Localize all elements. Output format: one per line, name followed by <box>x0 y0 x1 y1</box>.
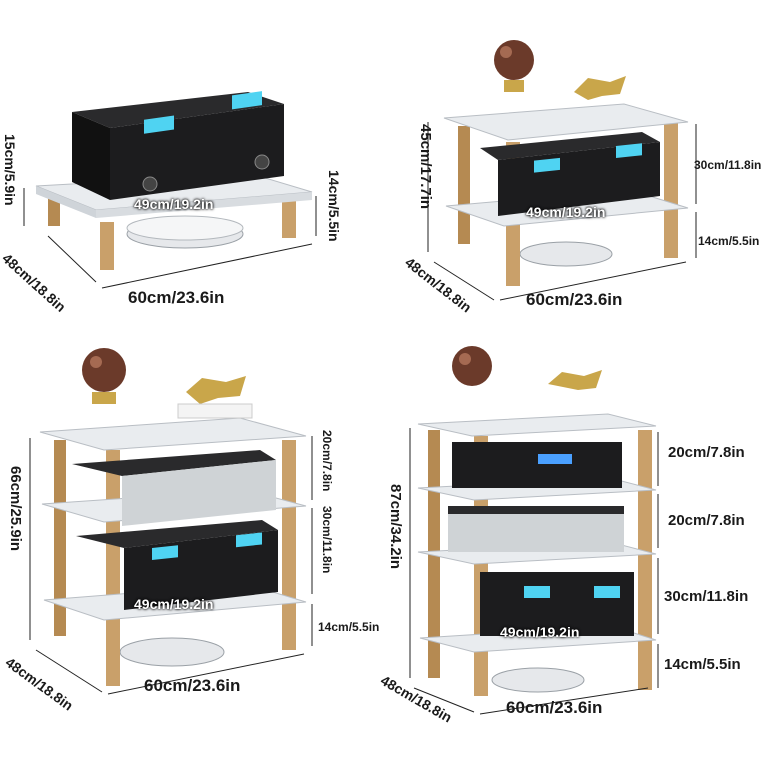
tier-1-height-label: 14cm/5.5in <box>698 234 760 248</box>
horse-ornament <box>574 76 626 100</box>
leg <box>54 440 66 636</box>
amplifier-silver <box>72 450 276 476</box>
tier-3-height-label: 20cm/7.8in <box>668 512 745 529</box>
robot-vacuum <box>491 667 585 693</box>
total-height-label: 66cm/25.9in <box>7 466 24 552</box>
one-tier-illustration <box>23 91 317 289</box>
leg <box>106 450 120 686</box>
inner-width-label: 49cm/19.2in <box>134 596 214 612</box>
panel-one-tier: 15cm/5.9in 14cm/5.5in 48cm/18.8in 60cm/2… <box>0 0 388 388</box>
tier-1-height-label: 14cm/5.5in <box>318 620 380 634</box>
amplifier <box>452 442 622 488</box>
two-tier-illustration <box>427 40 697 301</box>
leg <box>282 196 296 238</box>
tier-2-height-label: 30cm/11.8in <box>664 588 749 605</box>
total-height-label: 87cm/34.2in <box>387 484 404 570</box>
width-label: 60cm/23.6in <box>144 676 241 695</box>
leg <box>100 222 114 270</box>
tier-3-height-label: 20cm/7.8in <box>320 430 334 492</box>
inner-width-label: 49cm/19.2in <box>526 204 606 220</box>
tier-4-height-label: 20cm/7.8in <box>668 444 745 461</box>
leg <box>638 430 652 690</box>
leg <box>282 440 296 650</box>
robot-vacuum <box>119 637 225 667</box>
shelf <box>39 417 307 451</box>
amplifier <box>76 520 278 548</box>
tier-2-height-label: 30cm/11.8in <box>694 158 762 172</box>
amplifier <box>480 572 634 636</box>
three-tier-ornaments <box>82 348 253 419</box>
width-label: 60cm/23.6in <box>526 290 623 309</box>
tier-2-height-label: 30cm/11.8in <box>320 506 334 574</box>
inner-width-label: 49cm/19.2in <box>500 624 580 640</box>
panel-two-tier: 45cm/17.7in 30cm/11.8in 14cm/5.5in 48cm/… <box>388 0 777 388</box>
robot-vacuum <box>519 241 613 267</box>
width-label: 60cm/23.6in <box>128 288 225 307</box>
panel-four-tier: 87cm/34.2in 20cm/7.8in 20cm/7.8in 30cm/1… <box>378 346 777 777</box>
width-label: 60cm/23.6in <box>506 698 603 717</box>
shelf <box>443 103 689 141</box>
horse-ornament <box>186 376 246 404</box>
four-tier-illustration <box>409 413 659 715</box>
tier-1-height-label: 14cm/5.5in <box>664 656 741 673</box>
inner-width-label: 49cm/19.2in <box>134 196 214 212</box>
amplifier <box>480 132 660 160</box>
amplifier <box>72 92 284 128</box>
total-height-label: 15cm/5.9in <box>2 134 18 206</box>
shelf <box>417 413 657 437</box>
four-tier-ornaments <box>452 346 602 390</box>
horse-ornament <box>548 370 602 390</box>
ball-ornament <box>82 348 126 392</box>
ball-ornament <box>452 346 492 386</box>
total-height-label: 45cm/17.7in <box>417 124 434 210</box>
tier-1-height-label: 14cm/5.5in <box>326 170 342 242</box>
leg <box>664 120 678 258</box>
three-tier-illustration <box>29 417 313 695</box>
leg <box>458 126 470 244</box>
ball-ornament <box>494 40 534 80</box>
panel-three-tier: 66cm/25.9in 20cm/7.8in 30cm/11.8in 14cm/… <box>0 348 388 777</box>
